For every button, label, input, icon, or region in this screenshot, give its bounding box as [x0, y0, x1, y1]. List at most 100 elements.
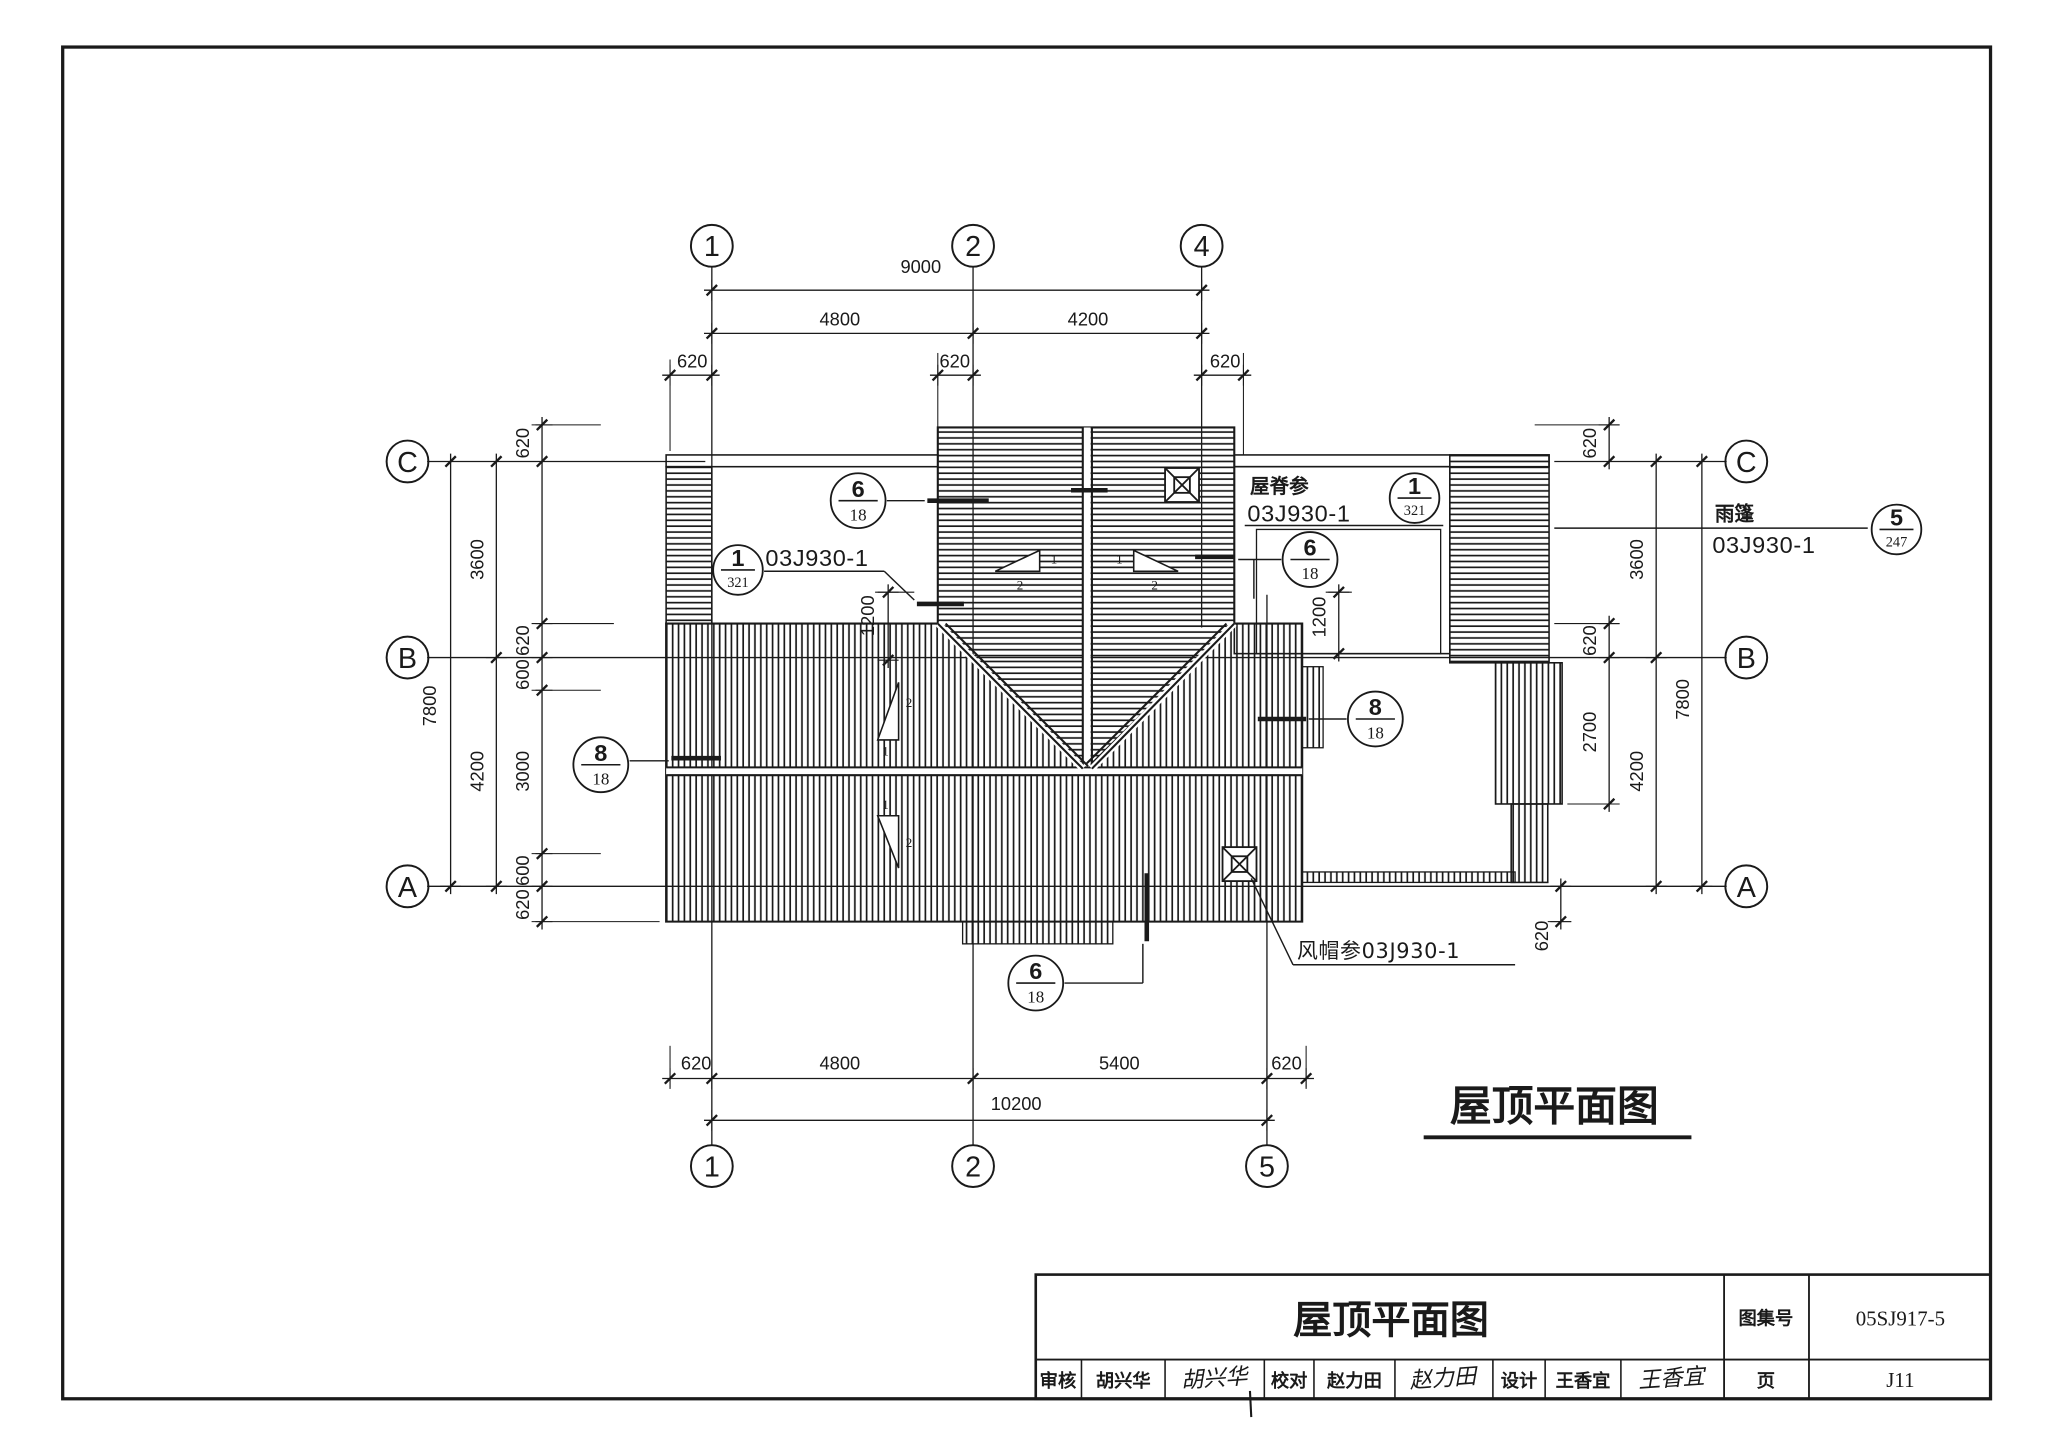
dim-left-chain: 620	[512, 625, 533, 656]
dim-left-bay: 4200	[466, 751, 487, 792]
dim-left-chain: 3000	[512, 751, 533, 792]
svg-text:B: B	[398, 643, 417, 675]
svg-text:1: 1	[704, 1152, 720, 1184]
axis-bubble: B	[1724, 635, 1769, 680]
svg-text:B: B	[1737, 643, 1756, 675]
axis-bubble: 4	[1179, 223, 1224, 268]
svg-text:A: A	[1737, 872, 1757, 904]
svg-text:18: 18	[592, 769, 609, 788]
svg-text:1: 1	[1408, 473, 1421, 499]
roof-vent-icon	[1221, 846, 1258, 883]
detail-callout: 1 321	[1388, 472, 1441, 524]
dim-right-chain: 620	[1579, 625, 1600, 656]
slope-indicator: 1 2	[994, 549, 1058, 593]
dim-bottom-total: 10200	[991, 1093, 1042, 1114]
roof-vent-icon	[1164, 467, 1200, 503]
canopy-note-ref: 03J930-1	[1712, 532, 1815, 558]
page-number: J11	[1886, 1368, 1914, 1392]
detail-callout: 6 18	[829, 472, 887, 530]
dimension-labels: 9000 4800 4200 620 620 620 620 4800 5400…	[419, 256, 1693, 1114]
dim-top-bay: 4200	[1068, 309, 1109, 330]
dimension-lines	[440, 279, 1713, 1131]
svg-text:C: C	[397, 447, 418, 479]
axis-bubble: 5	[1245, 1144, 1289, 1188]
vent-note: 风帽参03J930-1	[1297, 939, 1460, 963]
svg-text:18: 18	[850, 505, 867, 524]
svg-text:2: 2	[1151, 578, 1158, 593]
axis-bubble: 1	[689, 223, 734, 268]
ridge-note-ref: 03J930-1	[1247, 501, 1350, 527]
dim-right-chain: 620	[1579, 428, 1600, 459]
leader-lines	[629, 487, 1868, 984]
axis-bubble: 1	[689, 1144, 734, 1188]
dim-left-chain: 620	[512, 889, 533, 920]
detail-callout: 8 18	[1347, 690, 1404, 748]
ridge-lines	[666, 427, 1303, 777]
sheet-border	[61, 45, 1993, 1401]
review-label: 审核	[1040, 1370, 1077, 1392]
dim-inner-right: 1200	[1309, 597, 1330, 638]
svg-text:2: 2	[1017, 578, 1024, 593]
dim-right-bay: 4200	[1626, 751, 1647, 792]
svg-text:1: 1	[731, 545, 744, 571]
atlas-number: 05SJ917-5	[1856, 1307, 1945, 1331]
axis-bubble: 2	[951, 223, 995, 268]
svg-text:C: C	[1736, 447, 1757, 479]
dim-top-total: 9000	[900, 256, 941, 277]
design-label: 设计	[1501, 1370, 1538, 1392]
canopy-note-label: 雨篷	[1715, 502, 1755, 525]
designer-name: 王香宜	[1556, 1370, 1611, 1392]
dim-left-bay: 3600	[466, 539, 487, 580]
title-block: 屋顶平面图 图集号 05SJ917-5 审核 胡兴华 胡兴华 校对 赵力田 赵力…	[1034, 1273, 1992, 1418]
svg-text:5: 5	[1890, 505, 1903, 531]
svg-text:2: 2	[906, 835, 913, 850]
right-lower-roof	[1494, 662, 1563, 805]
svg-text:8: 8	[594, 740, 607, 766]
dim-top-overhang: 620	[1210, 350, 1241, 371]
check-label: 校对	[1271, 1370, 1308, 1392]
dim-top-overhang: 620	[677, 350, 708, 371]
left-eave-roof	[665, 465, 713, 625]
svg-text:2: 2	[965, 1152, 981, 1184]
roof-surfaces	[665, 426, 1563, 945]
top-eave-band	[665, 454, 939, 468]
checker-name: 赵力田	[1326, 1370, 1382, 1392]
dim-bottom-chain: 620	[681, 1052, 712, 1073]
svg-text:4: 4	[1194, 231, 1210, 263]
detail-callout: 6 18	[1007, 954, 1065, 1012]
detail-callout: 8 18	[572, 736, 630, 794]
slope-indicator: 1 2	[876, 797, 913, 869]
axis-bubble: 2	[951, 1144, 995, 1188]
dim-bottom-chain: 5400	[1099, 1052, 1140, 1073]
right-upper-roof	[1449, 454, 1550, 664]
reviewer-name: 胡兴华	[1096, 1370, 1151, 1392]
bottom-roof-piece	[961, 920, 1114, 945]
dim-top-overhang: 620	[940, 350, 971, 371]
dim-bottom-chain: 4800	[820, 1052, 861, 1073]
dim-right-total: 7800	[1672, 679, 1693, 720]
svg-text:6: 6	[852, 476, 865, 502]
dim-inner-left: 1200	[857, 595, 878, 636]
dim-left-chain: 600	[512, 855, 533, 886]
svg-text:2: 2	[965, 231, 981, 263]
svg-text:6: 6	[1303, 535, 1316, 561]
right-lower-roof-tail	[1510, 803, 1549, 884]
axis-bubble: B	[385, 635, 430, 680]
dim-left-chain: 620	[512, 428, 533, 459]
title-block-title: 屋顶平面图	[1293, 1298, 1489, 1343]
svg-text:5: 5	[1259, 1152, 1275, 1184]
notes: 屋脊参 03J930-1 03J930-1 雨篷 03J930-1 风帽参03J…	[765, 473, 1815, 963]
svg-text:8: 8	[1369, 694, 1382, 720]
svg-text:2: 2	[906, 695, 913, 710]
svg-text:1: 1	[1051, 551, 1058, 566]
svg-text:1: 1	[882, 797, 889, 812]
atlas-label: 图集号	[1738, 1307, 1793, 1329]
dim-top-bay: 4800	[820, 309, 861, 330]
dim-left-chain: 600	[512, 659, 533, 690]
reviewer-signature: 胡兴华	[1180, 1363, 1251, 1394]
detail-callout: 5 247	[1870, 503, 1923, 556]
svg-text:1: 1	[1116, 551, 1123, 566]
drawing-title: 屋顶平面图	[1423, 1081, 1692, 1140]
dim-left-total: 7800	[419, 686, 440, 727]
